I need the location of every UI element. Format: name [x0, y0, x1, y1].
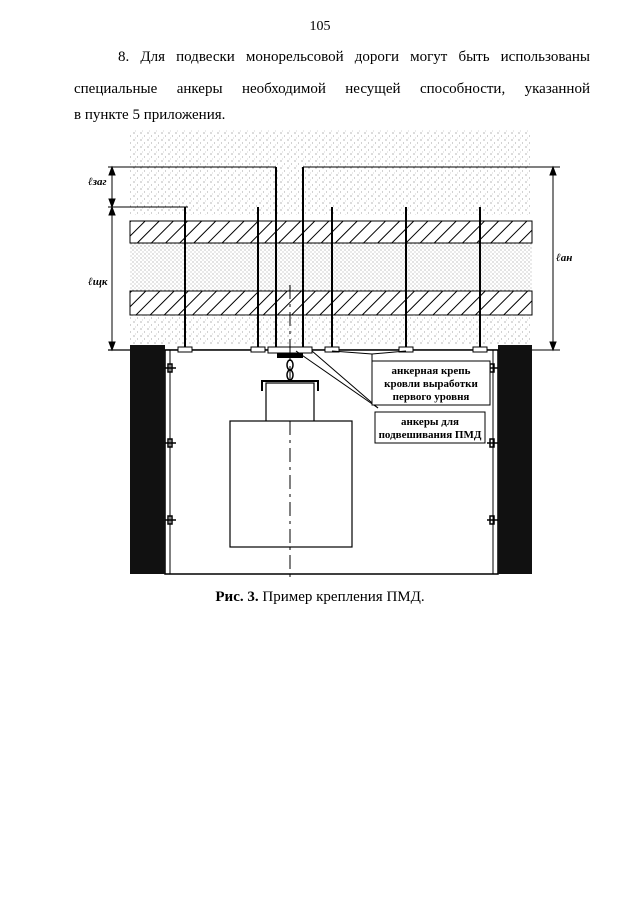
callout-pmd-line-1: анкеры для	[401, 416, 459, 428]
callout-roof-box	[371, 360, 491, 406]
callout-roof-line-1: анкерная крепь	[392, 365, 471, 377]
caption-text: Пример крепления ПМД.	[262, 589, 425, 605]
paragraph-line-3: в пункте 5 приложения.	[74, 107, 226, 123]
trolley-bracket	[261, 380, 319, 391]
caption-label: Рис. 3.	[215, 589, 259, 605]
left-wall-lining	[130, 345, 165, 574]
right-wall-lining	[498, 345, 532, 574]
page-number: 105	[309, 19, 331, 34]
dim-label-right: ℓан	[556, 252, 572, 264]
callout-leaders	[295, 350, 407, 409]
roof-bolts	[177, 207, 488, 353]
dimension-lines	[108, 165, 560, 352]
monorail-rail	[277, 353, 303, 358]
callout-pmd-line-2: подвешивания ПМД	[379, 429, 482, 441]
callout-pmd-box	[374, 411, 486, 444]
figure-caption: Рис. 3. Пример крепления ПМД.	[0, 589, 640, 606]
dim-label-mid: ℓщк	[88, 276, 108, 288]
suspended-load	[229, 420, 353, 548]
paragraph-line-1: 8. Для подвески монорельсовой дороги мог…	[118, 49, 590, 65]
paragraph-line-2: специальные анкеры необходимой несущей с…	[74, 81, 590, 97]
dim-label-top: ℓзаг	[88, 176, 107, 188]
figure-svg: ℓзаг ℓщк ℓан анкерная крепь кровли выраб…	[88, 130, 572, 580]
figure-pmd-mounting: ℓзаг ℓщк ℓан анкерная крепь кровли выраб…	[0, 125, 640, 585]
callout-roof-line-2: кровли выработки	[384, 378, 478, 390]
callout-roof-line-3: первого уровня	[393, 391, 470, 403]
top-rock-layer	[130, 130, 532, 215]
